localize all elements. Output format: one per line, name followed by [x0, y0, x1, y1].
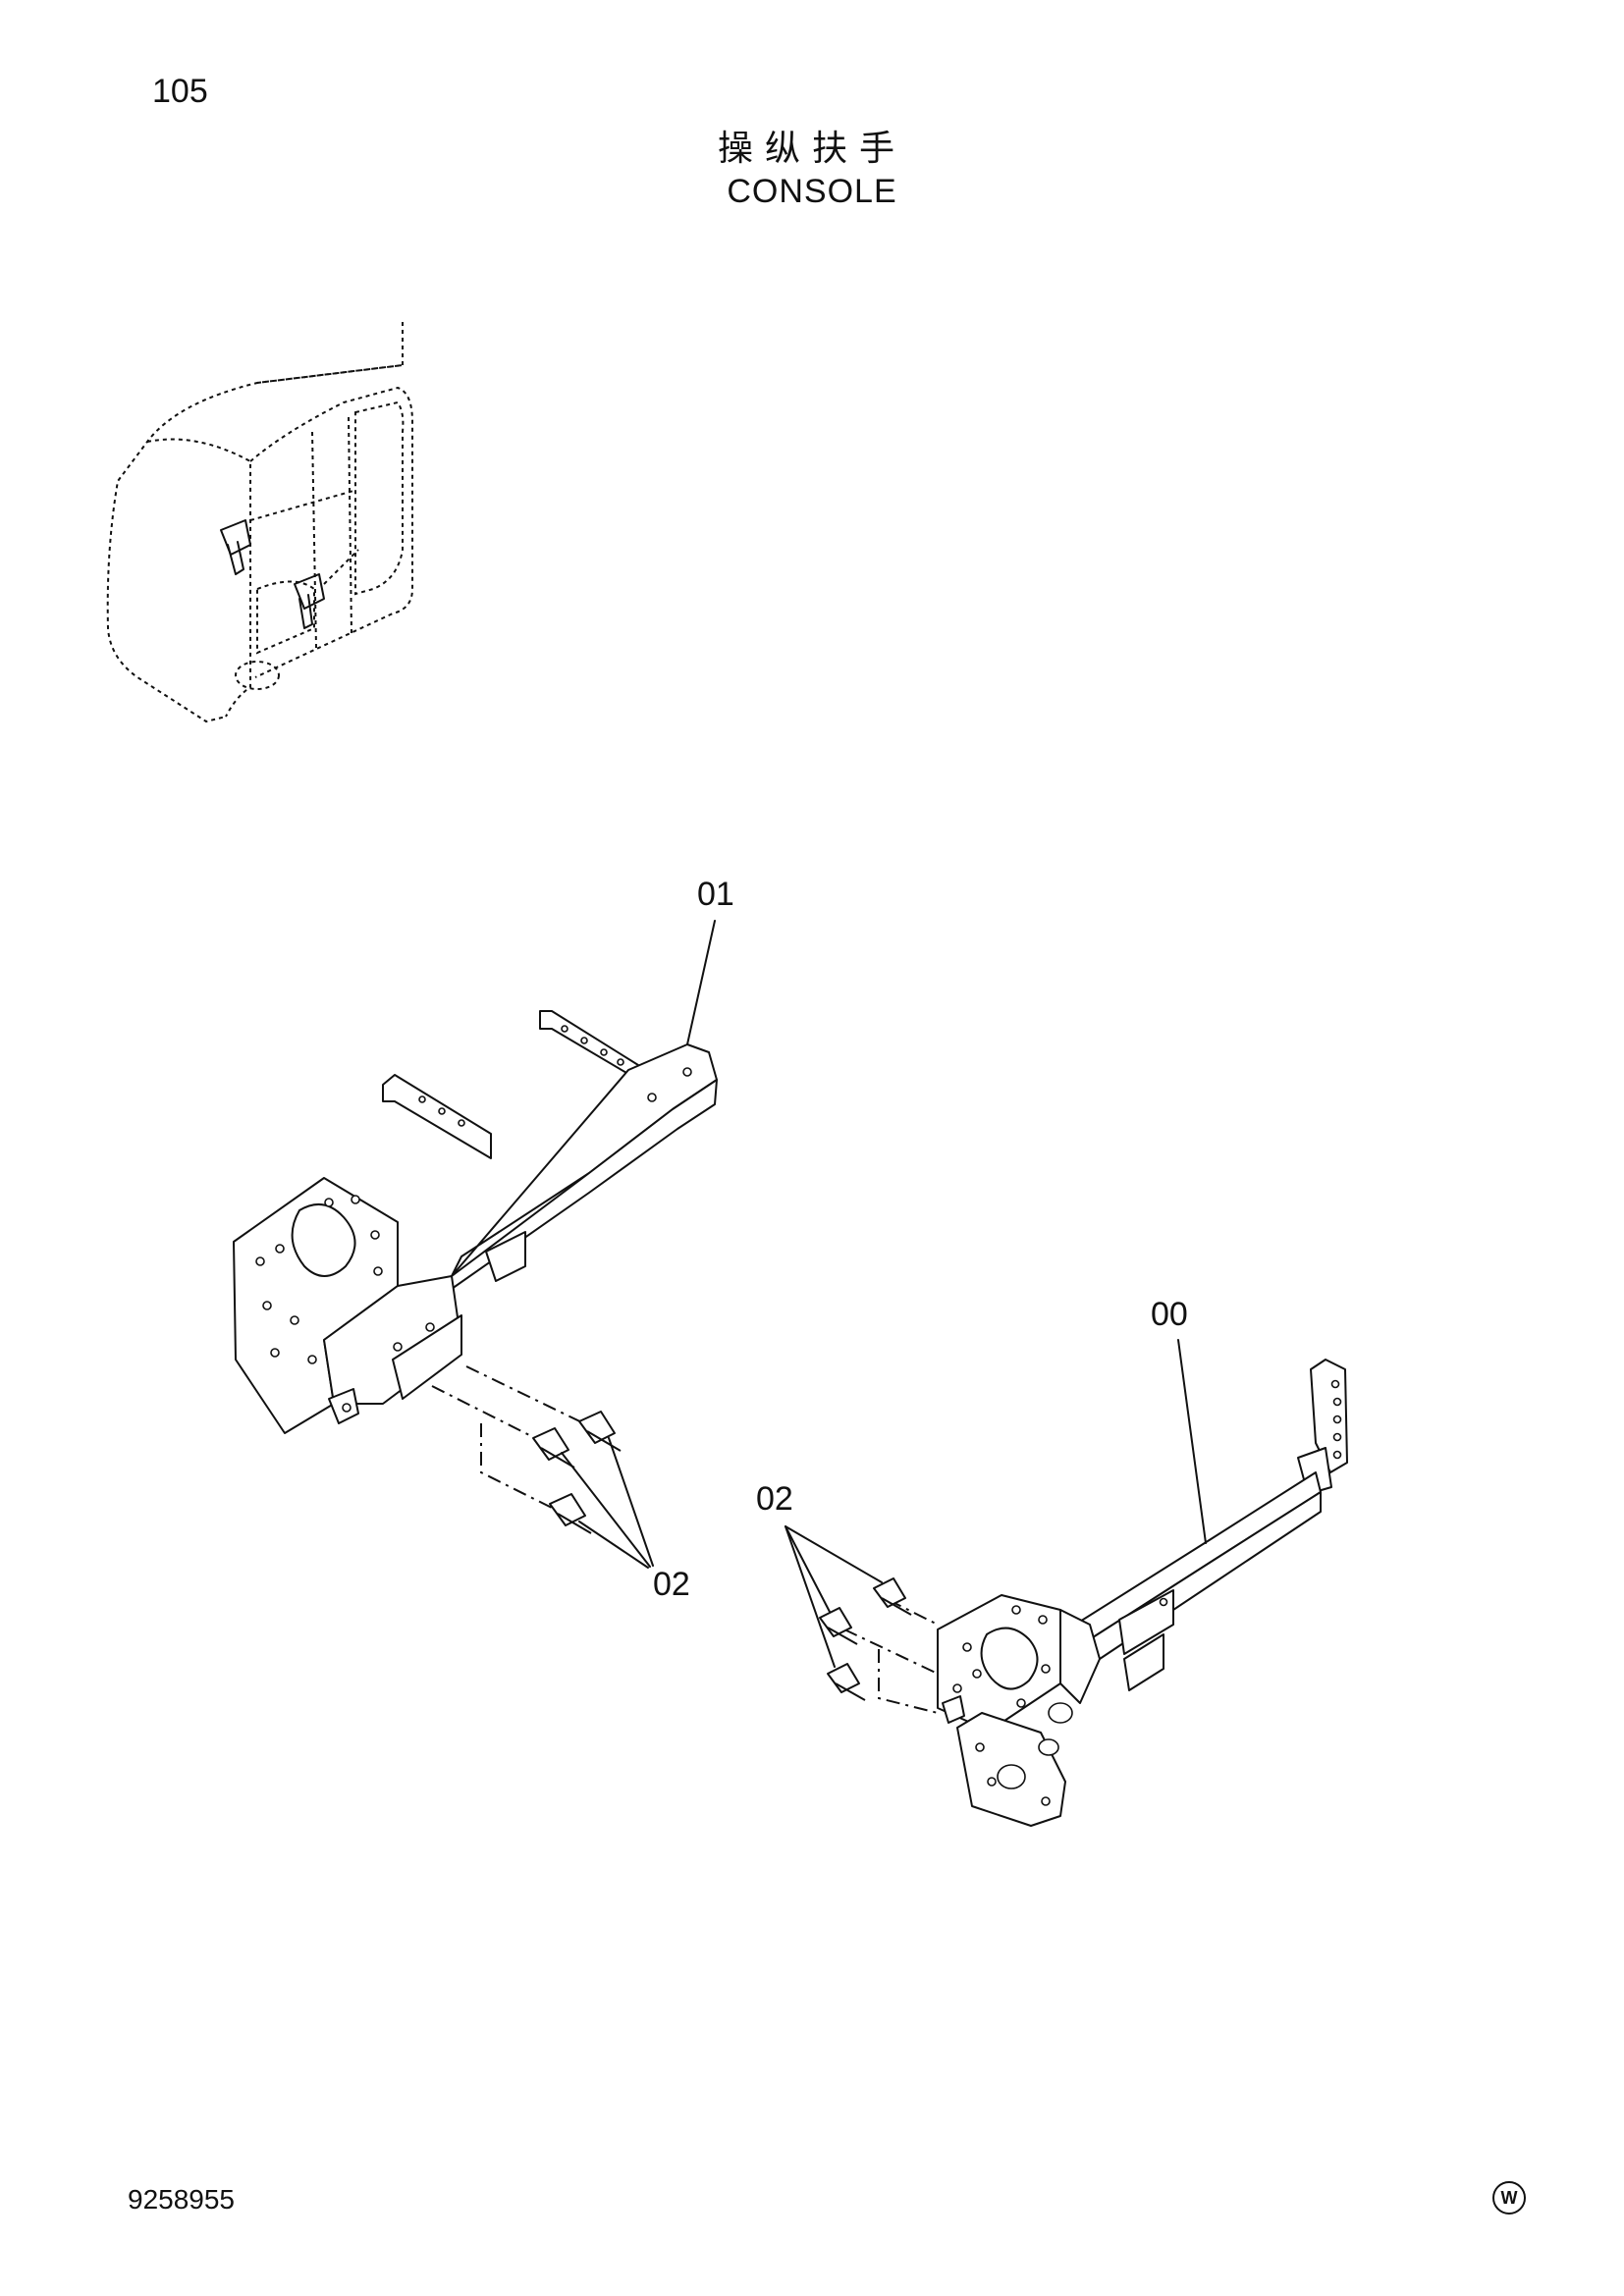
callout-00: 00 — [1151, 1296, 1188, 1333]
callout-02-right: 02 — [756, 1480, 793, 1518]
document-code: 9258955 — [128, 2184, 236, 2215]
corner-mark-icon: W — [1492, 2181, 1526, 2215]
console-frame-01 — [233, 1010, 718, 1434]
callout-01: 01 — [697, 876, 734, 913]
callout-02-left: 02 — [653, 1566, 690, 1603]
leader-line-01 — [686, 920, 716, 1045]
page-number: 105 — [152, 73, 208, 110]
console-frame-00 — [937, 1359, 1348, 1827]
bolts-02-right — [785, 1525, 939, 1714]
cab-location-thumbnail — [106, 322, 413, 723]
title-english: CONSOLE — [727, 173, 897, 210]
leader-line-00 — [1177, 1339, 1207, 1544]
title-chinese: 操纵扶手 — [717, 129, 906, 169]
bolts-02-left — [431, 1365, 654, 1569]
